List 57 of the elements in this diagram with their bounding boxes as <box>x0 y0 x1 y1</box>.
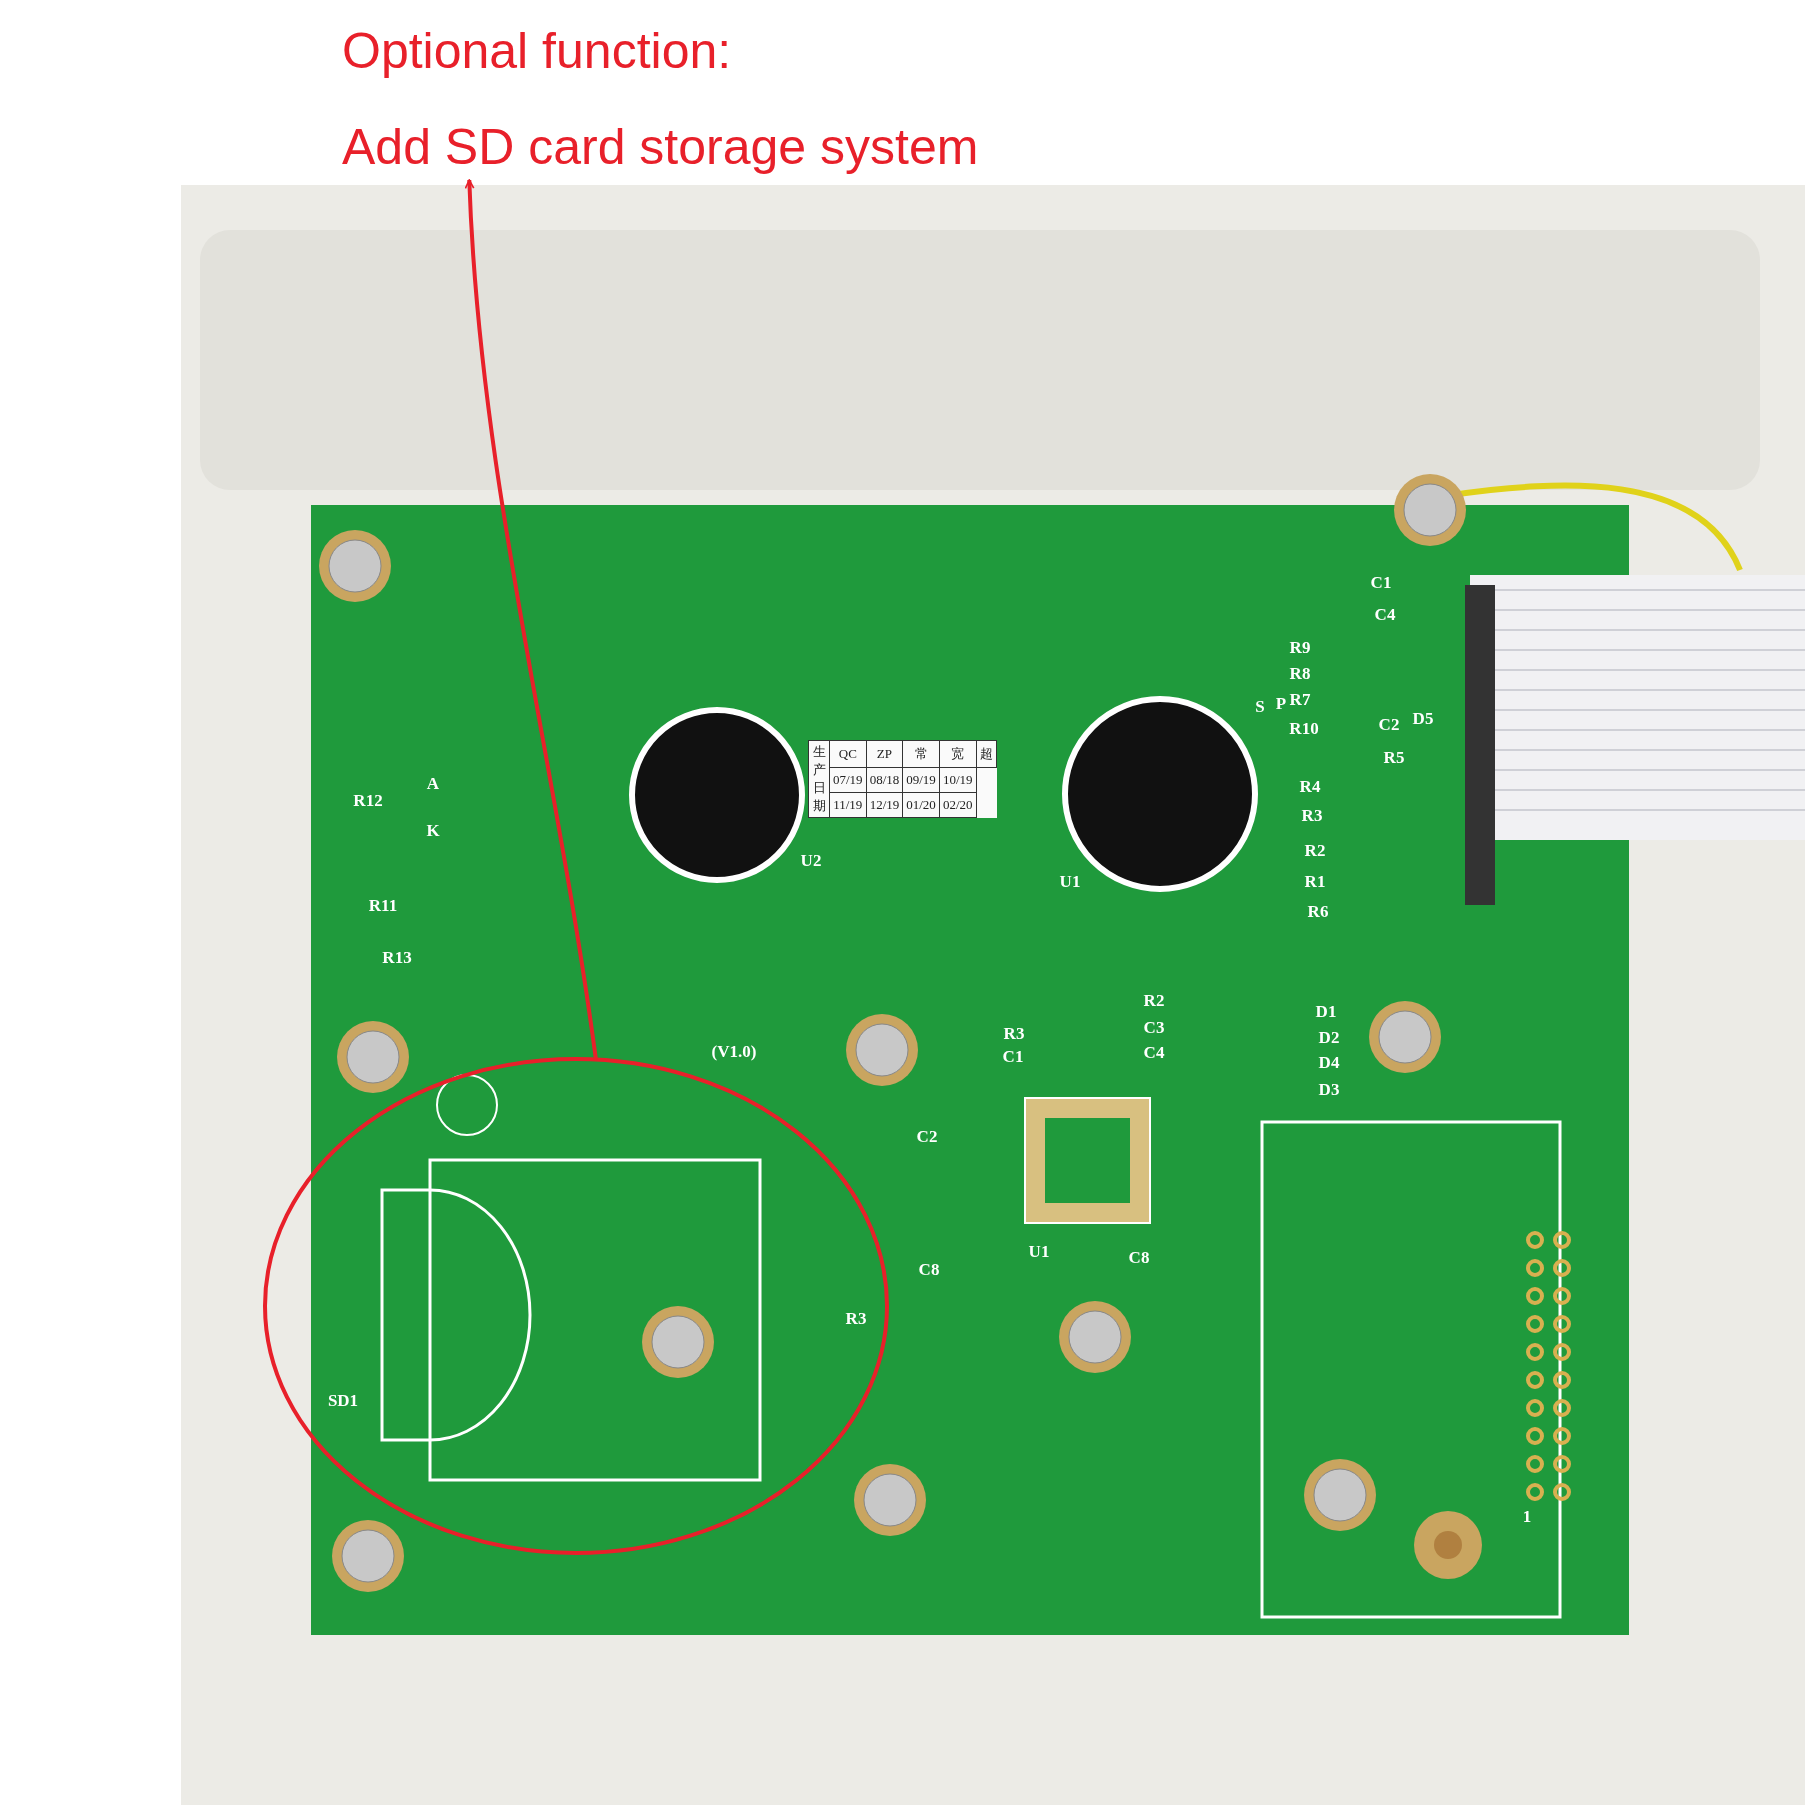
silkscreen-label: R1 <box>1304 872 1326 892</box>
table-cell: 02/20 <box>939 792 976 818</box>
table-cell: QC <box>829 740 867 768</box>
silkscreen-label: C8 <box>1128 1248 1150 1268</box>
table-cell: 07/19 <box>829 767 867 793</box>
silkscreen-label: C1 <box>1370 573 1392 593</box>
silkscreen-label: R12 <box>353 791 383 811</box>
silkscreen-label: P <box>1275 694 1287 714</box>
table-cell: 12/19 <box>866 792 903 818</box>
silkscreen-label: (V1.0) <box>711 1042 757 1062</box>
silkscreen-label: C2 <box>916 1127 938 1147</box>
silkscreen-label: S <box>1255 697 1265 717</box>
silkscreen-label: R7 <box>1289 690 1311 710</box>
silkscreen-label: R6 <box>1307 902 1329 922</box>
silkscreen-label: C8 <box>918 1260 940 1280</box>
silkscreen-label: R10 <box>1289 719 1319 739</box>
silkscreen-label: R11 <box>368 896 398 916</box>
silkscreen-label: C2 <box>1378 715 1400 735</box>
callout-heading: Optional function: <box>342 22 733 80</box>
table-cell: 生产日期 <box>808 740 830 818</box>
table-cell: 常 <box>902 740 940 768</box>
silkscreen-label: U1 <box>1028 1242 1050 1262</box>
silkscreen-label: R9 <box>1289 638 1311 658</box>
silkscreen-label: C1 <box>1002 1047 1024 1067</box>
silkscreen-label: D1 <box>1315 1002 1337 1022</box>
silkscreen-label: R5 <box>1383 748 1405 768</box>
table-cell: 09/19 <box>902 767 940 793</box>
silkscreen-label: D4 <box>1318 1053 1340 1073</box>
silkscreen-label: D3 <box>1318 1080 1340 1100</box>
silkscreen-label: R4 <box>1299 777 1321 797</box>
table-cell: 宽 <box>939 740 976 768</box>
silkscreen-label: D2 <box>1318 1028 1340 1048</box>
silkscreen-label: R2 <box>1304 841 1326 861</box>
table-cell: 超 <box>976 740 996 768</box>
table-cell: ZP <box>866 740 903 768</box>
silkscreen-label: U2 <box>800 851 822 871</box>
silkscreen-label: C3 <box>1143 1018 1165 1038</box>
silkscreen-label: R3 <box>845 1309 867 1329</box>
silkscreen-label: U1 <box>1059 872 1081 892</box>
silkscreen-label: R2 <box>1143 991 1165 1011</box>
silkscreen-label: C4 <box>1374 605 1396 625</box>
silkscreen-label: C4 <box>1143 1043 1165 1063</box>
leader-arrow <box>464 179 598 1061</box>
table-cell: 08/18 <box>866 767 903 793</box>
table-cell: 10/19 <box>939 767 976 793</box>
silkscreen-label: R8 <box>1289 664 1311 684</box>
table-cell: 11/19 <box>829 792 867 818</box>
silkscreen-label: D5 <box>1412 709 1434 729</box>
silkscreen-label: 1 <box>1522 1507 1532 1527</box>
callout-text: Add SD card storage system <box>342 118 979 176</box>
silkscreen-label: R3 <box>1301 806 1323 826</box>
silkscreen-label: K <box>426 821 440 841</box>
silkscreen-label: A <box>426 774 440 794</box>
silkscreen-label: R3 <box>1003 1024 1025 1044</box>
silkscreen-label: SD1 <box>327 1391 359 1411</box>
silkscreen-label: R13 <box>382 948 412 968</box>
table-cell: 01/20 <box>902 792 940 818</box>
